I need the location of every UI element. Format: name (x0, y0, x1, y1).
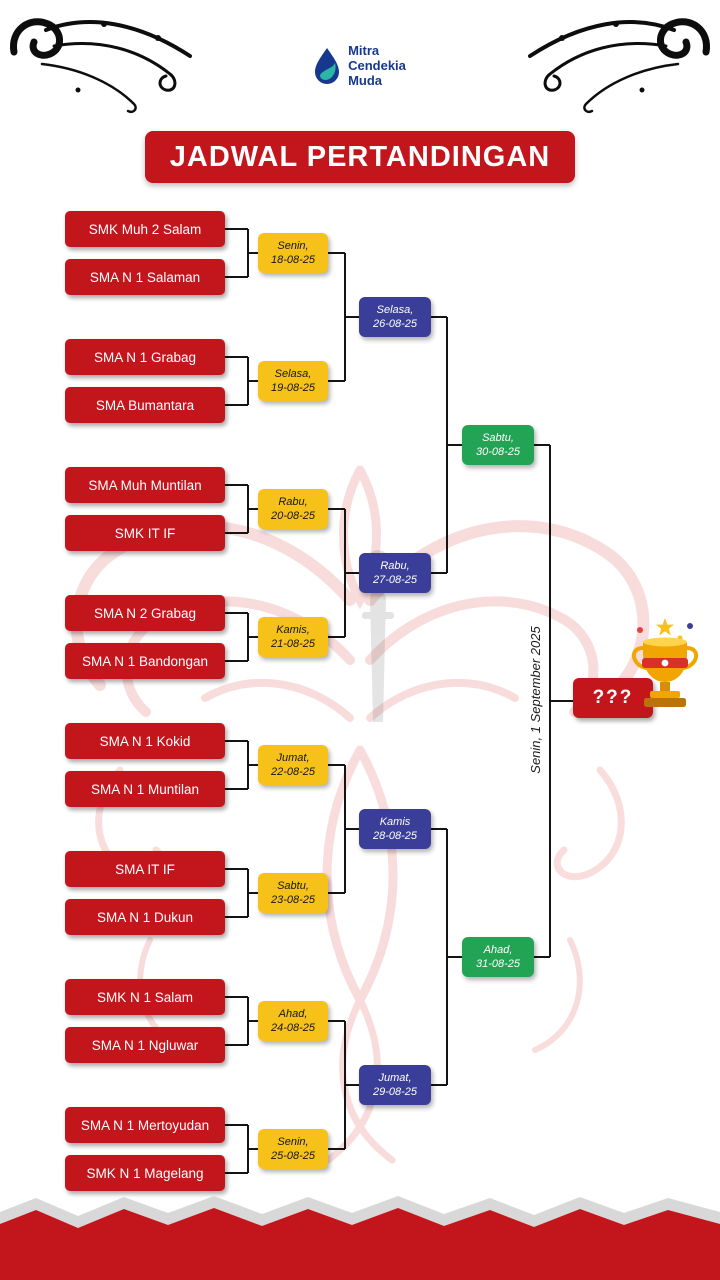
match-date-round2: Selasa, 26-08-25 (359, 297, 431, 337)
team-box: SMA N 1 Muntilan (65, 771, 225, 807)
calligraphic-flourish-icon (528, 18, 710, 113)
match-date: 24-08-25 (270, 1022, 316, 1034)
organizer-logo: Mitra Cendekia Muda (0, 43, 720, 89)
match-date-round1: Ahad, 24-08-25 (258, 1001, 328, 1041)
match-date-semifinal: Sabtu, 30-08-25 (462, 425, 534, 465)
match-date: 27-08-25 (372, 574, 418, 586)
match-date: 31-08-25 (475, 958, 521, 970)
match-date: 20-08-25 (270, 510, 316, 522)
match-date: 29-08-25 (372, 1086, 418, 1098)
team-box: SMA Bumantara (65, 387, 225, 423)
team-box: SMA N 1 Salaman (65, 259, 225, 295)
match-day: Selasa, (376, 303, 414, 316)
trophy-icon (631, 618, 699, 707)
team-box: SMK N 1 Salam (65, 979, 225, 1015)
match-date: 18-08-25 (270, 254, 316, 266)
match-date-semifinal: Ahad, 31-08-25 (462, 937, 534, 977)
team-box: SMA N 1 Mertoyudan (65, 1107, 225, 1143)
match-day: Jumat, (276, 751, 310, 764)
logo-line: Mitra (348, 43, 380, 58)
match-date-round2: Rabu, 27-08-25 (359, 553, 431, 593)
match-day: Sabtu, (277, 879, 309, 892)
match-date: 21-08-25 (270, 638, 316, 650)
match-day: Senin, (277, 1135, 309, 1148)
logo-line: Cendekia (348, 57, 406, 73)
team-box: SMA N 1 Kokid (65, 723, 225, 759)
match-day: Ahad, (278, 1007, 308, 1020)
team-box: SMA N 1 Ngluwar (65, 1027, 225, 1063)
logo-text: Mitra Cendekia Muda (348, 43, 406, 89)
team-box: SMK IT IF (65, 515, 225, 551)
team-box: SMA N 1 Grabag (65, 339, 225, 375)
match-date: 23-08-25 (270, 894, 316, 906)
champion-placeholder-box: ??? (573, 678, 653, 718)
match-date-round2: Jumat, 29-08-25 (359, 1065, 431, 1105)
match-date: 28-08-25 (372, 830, 418, 842)
match-day: Selasa, (274, 367, 312, 380)
logo-line: Muda (348, 72, 383, 88)
match-date: 19-08-25 (270, 382, 316, 394)
calligraphic-flourish-icon (10, 18, 192, 113)
match-date-round1: Kamis, 21-08-25 (258, 617, 328, 657)
team-box: SMK N 1 Magelang (65, 1155, 225, 1191)
match-date-round1: Jumat, 22-08-25 (258, 745, 328, 785)
team-box: SMA N 2 Grabag (65, 595, 225, 631)
match-date-round1: Senin, 18-08-25 (258, 233, 328, 273)
team-box: SMA N 1 Bandongan (65, 643, 225, 679)
match-day: Sabtu, (482, 431, 514, 444)
match-date: 22-08-25 (270, 766, 316, 778)
match-date-round1: Senin, 25-08-25 (258, 1129, 328, 1169)
final-date-label: Senin, 1 September 2025 (528, 626, 543, 774)
match-day: Senin, (277, 239, 309, 252)
team-box: SMK Muh 2 Salam (65, 211, 225, 247)
page-title: JADWAL PERTANDINGAN (145, 131, 575, 183)
match-date-round2: Kamis 28-08-25 (359, 809, 431, 849)
match-date-round1: Selasa, 19-08-25 (258, 361, 328, 401)
match-date: 26-08-25 (372, 318, 418, 330)
match-date: 30-08-25 (475, 446, 521, 458)
match-day: Ahad, (483, 943, 513, 956)
match-day: Rabu, (380, 559, 410, 572)
water-drop-logo-icon (315, 48, 340, 85)
match-day: Kamis (379, 815, 411, 828)
match-day: Kamis, (276, 623, 310, 636)
team-box: SMA Muh Muntilan (65, 467, 225, 503)
match-date-round1: Sabtu, 23-08-25 (258, 873, 328, 913)
match-date-round1: Rabu, 20-08-25 (258, 489, 328, 529)
match-day: Rabu, (278, 495, 308, 508)
team-box: SMA N 1 Dukun (65, 899, 225, 935)
match-date: 25-08-25 (270, 1150, 316, 1162)
team-box: SMA IT IF (65, 851, 225, 887)
match-day: Jumat, (378, 1071, 412, 1084)
